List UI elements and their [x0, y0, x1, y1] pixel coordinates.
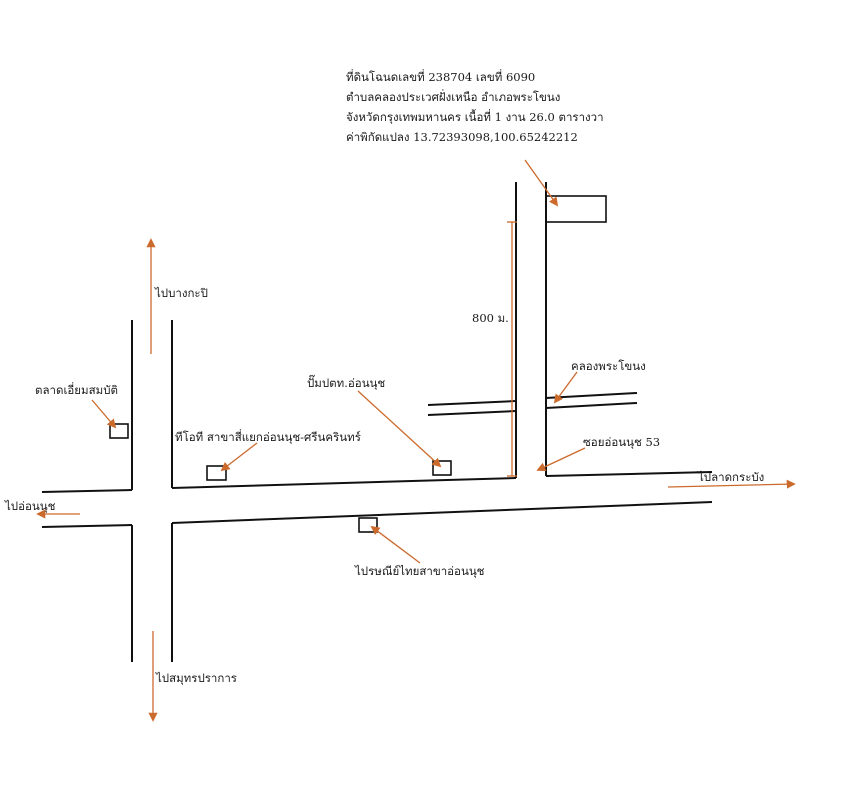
onnut-road-east-south [171, 501, 713, 524]
pointer-talad [91, 399, 117, 429]
label-to-bangkapi: ไปบางกะปิ [154, 286, 208, 300]
land-info-line3: จังหวัดกรุงเทพมหานคร เนื้อที่ 1 งาน 26.0… [346, 109, 604, 124]
khlong-line-east-2 [545, 402, 638, 409]
arrow-to-latkrabang [667, 479, 796, 489]
onnut-road-west-south [41, 524, 133, 528]
pointer-tot [220, 442, 258, 472]
post-box [358, 517, 378, 533]
ptt-box [432, 460, 452, 476]
land-info-line2: ตำบลคลองประเวศฝั่งเหนือ อำเภอพระโขนง [346, 89, 560, 104]
khlong-line-west-2 [427, 410, 517, 416]
label-post: ไปรษณีย์ไทยสาขาอ่อนนุช [354, 564, 485, 578]
label-to-onnut: ไปอ่อนนุช [4, 499, 56, 513]
onnut-road-west-north [41, 489, 133, 493]
tot-box [206, 465, 227, 481]
label-to-latkrabang: ไปลาดกระบัง [697, 470, 764, 484]
pointer-post [370, 525, 421, 564]
talad-box [109, 423, 129, 439]
pointer-land-plot [524, 159, 559, 207]
label-tot: ทีโอที สาขาสี่แยกอ่อนนุช-ศรีนครินทร์ [175, 429, 361, 444]
khlong-line-west-1 [427, 400, 517, 406]
land-info-line4: ค่าพิกัดแปลง 13.72393098,100.65242212 [346, 130, 578, 144]
label-to-samutprakan: ไปสมุทรปราการ [155, 671, 237, 685]
pointer-ptt [357, 390, 442, 468]
land-plot-box [545, 195, 607, 223]
label-khlong: คลองพระโขนง [571, 359, 646, 373]
pointer-soi [536, 447, 586, 472]
pointer-khlong [553, 371, 578, 404]
distance-marker [507, 221, 517, 477]
label-distance: 800 ม. [472, 311, 509, 325]
land-info-line1: ที่ดินโฉนดเลขที่ 238704 เลขที่ 6090 [346, 69, 535, 84]
label-ptt: ปั๊มปตท.อ่อนนุช [307, 374, 385, 390]
roads [41, 182, 713, 662]
onnut-road-east-north [171, 477, 517, 489]
onnut-road-east-north-2 [545, 471, 713, 477]
land-info: ที่ดินโฉนดเลขที่ 238704 เลขที่ 6090 ตำบล… [346, 69, 604, 144]
label-soi: ซอยอ่อนนุช 53 [583, 435, 660, 449]
label-talad: ตลาดเอี่ยมสมบัติ [35, 382, 118, 397]
